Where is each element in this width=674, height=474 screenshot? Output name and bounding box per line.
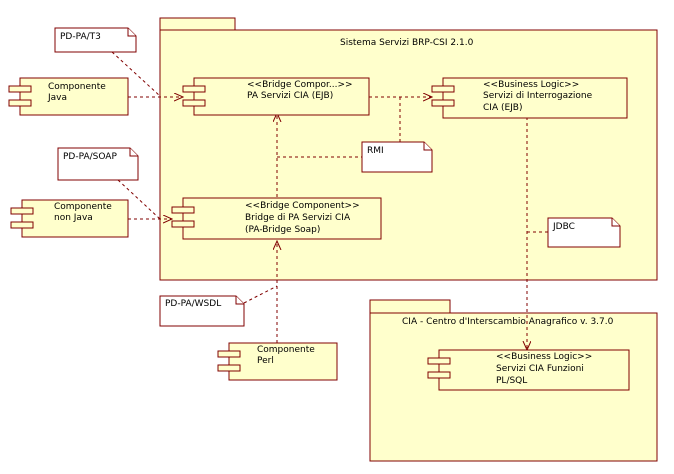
note-pd-pa-soap[interactable]: PD-PA/SOAP [57,147,139,181]
note-jdbc[interactable]: JDBC [547,217,621,248]
component-port-icon [427,357,451,365]
component-java-line2: Java [47,93,67,103]
note-soap-text: PD-PA/SOAP [63,152,117,162]
note-pd-pa-t3[interactable]: PD-PA/T3 [54,27,137,53]
component-non-java[interactable]: Componente non Java [10,199,129,238]
component-bridge-stereotype: <<Bridge Component>> [245,201,360,211]
component-port-icon [8,99,32,107]
component-servizi-cia-plsql[interactable]: <<Business Logic>> Servizi CIA Funzioni … [427,349,630,391]
component-nonjava-line2: non Java [54,213,93,223]
component-bl-ejb-name-2: CIA (EJB) [483,103,523,113]
package-cia-title: CIA - Centro d'Interscambio Anagrafico v… [402,317,614,327]
component-perl-line1: Componente [257,345,315,355]
component-perl-line2: Perl [257,356,274,366]
component-nonjava-line1: Componente [54,202,112,212]
note-pd-pa-wsdl[interactable]: PD-PA/WSDL [159,295,245,327]
note-t3-text: PD-PA/T3 [60,32,101,42]
component-bridge-name: Bridge di PA Servizi CIA [245,213,351,223]
component-plsql-name: Servizi CIA Funzioni [496,364,584,374]
package-brp-title: Sistema Servizi BRP-CSI 2.1.0 [340,38,474,48]
component-java[interactable]: Componente Java [8,77,129,116]
note-jdbc-text: JDBC [552,222,575,232]
component-port-icon [10,221,34,229]
component-port-icon [8,85,32,93]
component-pa-servizi-cia-ejb[interactable]: <<Bridge Compor...>> PA Servizi CIA (EJB… [182,77,370,116]
component-plsql-stereotype: <<Business Logic>> [496,352,592,362]
component-perl[interactable]: Componente Perl [217,342,338,381]
connectors [111,51,548,350]
component-port-icon [431,99,455,107]
component-bl-ejb-stereotype: <<Business Logic>> [483,80,579,90]
note-wsdl-text: PD-PA/WSDL [165,299,221,309]
component-servizi-interrogazione-ejb[interactable]: <<Business Logic>> Servizi di Interrogaz… [431,77,628,119]
component-port-icon [182,85,206,93]
component-port-icon [10,207,34,215]
component-port-icon [171,206,195,214]
component-port-icon [217,364,241,372]
component-port-icon [217,350,241,358]
component-port-icon [427,371,451,379]
component-pa-ejb-stereotype: <<Bridge Compor...>> [247,80,353,90]
component-bridge-soap[interactable]: <<Bridge Component>> Bridge di PA Serviz… [171,197,382,240]
component-port-icon [171,220,195,228]
component-bridge-name-2: (PA-Bridge Soap) [245,225,320,235]
component-pa-ejb-name: PA Servizi CIA (EJB) [247,91,333,101]
component-bl-ejb-name: Servizi di Interrogazione [483,91,593,101]
component-java-line1: Componente [48,82,106,92]
component-plsql-name-2: PL/SQL [496,376,527,386]
note-rmi-text: RMI [367,146,384,156]
note-rmi[interactable]: RMI [361,141,433,173]
component-port-icon [182,99,206,107]
component-port-icon [431,85,455,93]
